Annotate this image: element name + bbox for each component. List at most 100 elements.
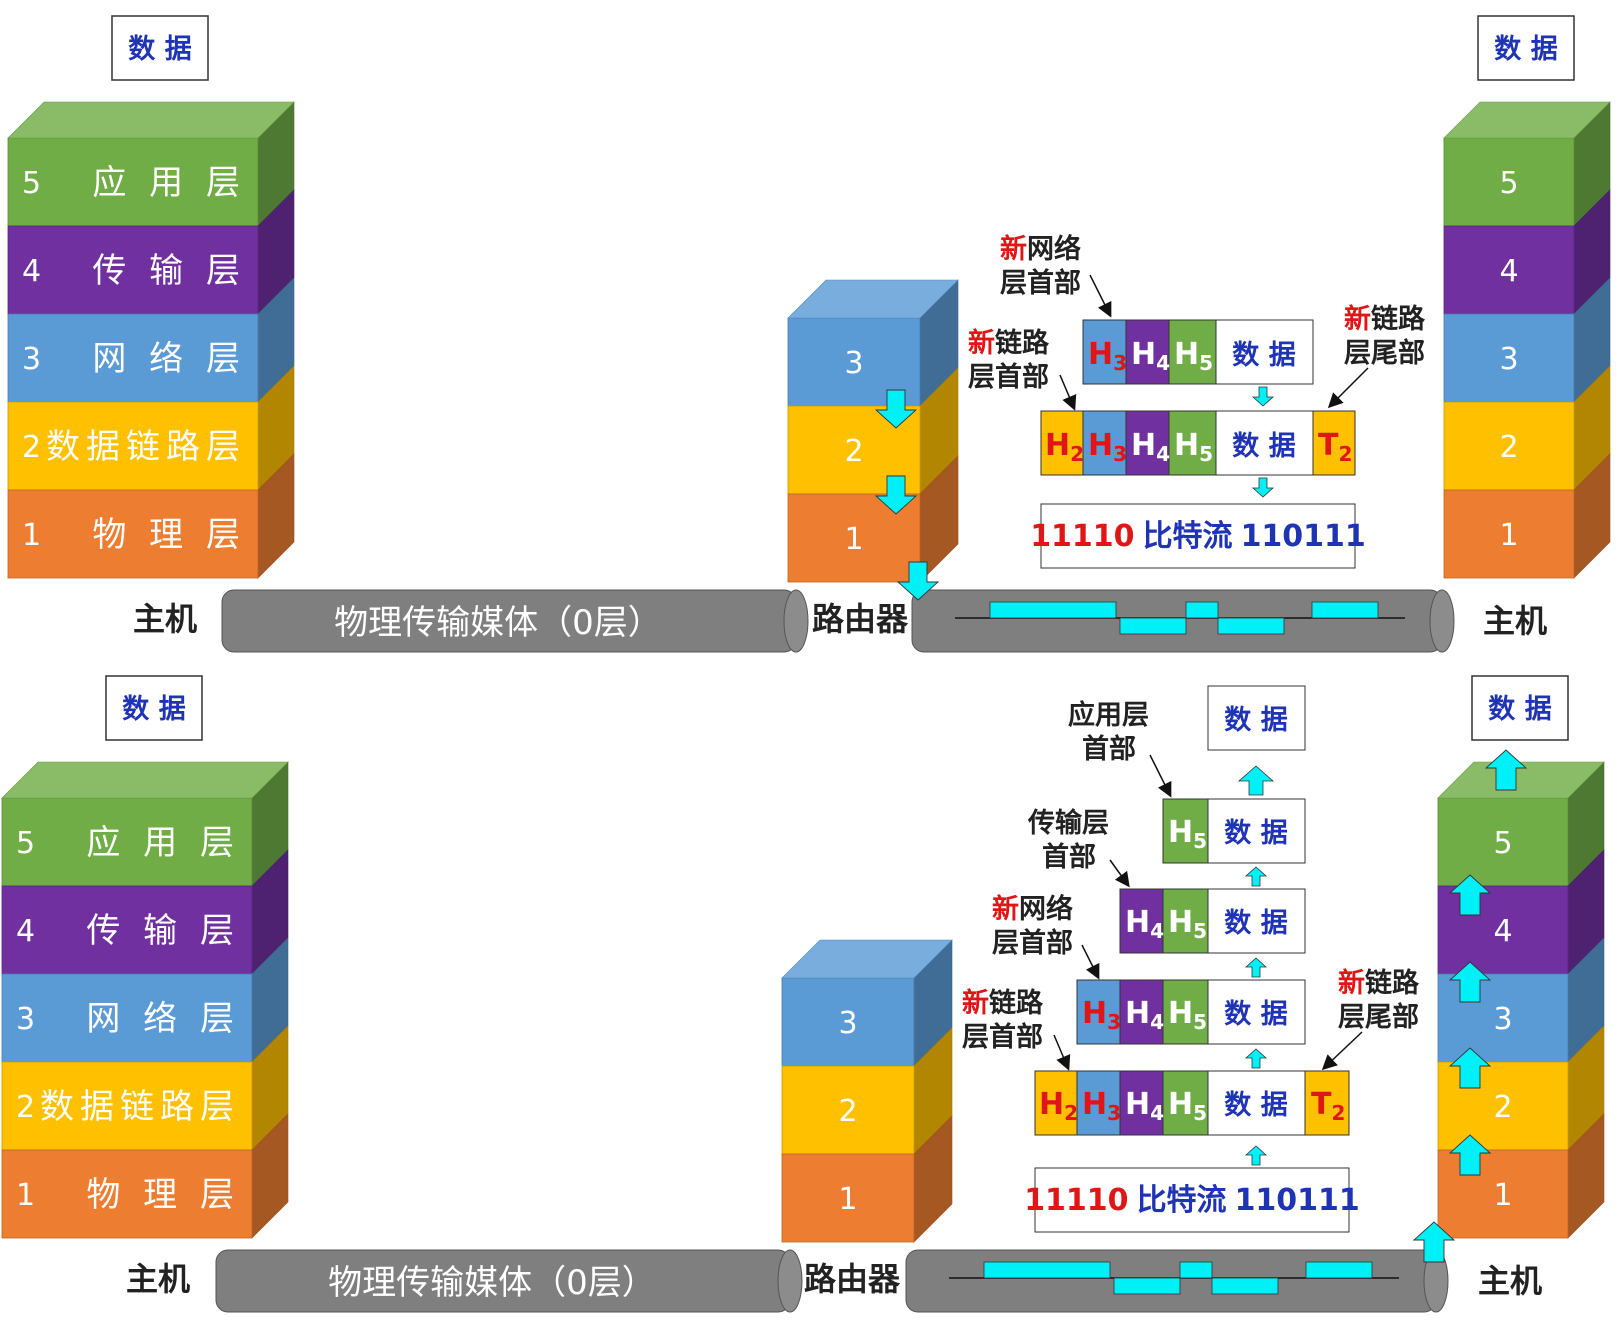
- callout-net-header-bottom: 新网络 层首部: [992, 893, 1100, 980]
- h3-header: H3: [1088, 337, 1127, 375]
- layer-2: 2: [1443, 365, 1611, 491]
- layer-name: 应 用 层: [92, 163, 246, 203]
- svg-text:传输层: 传输层: [1027, 807, 1109, 839]
- layer-number: 1: [16, 1178, 35, 1213]
- pdu-net-bottom: H3 H4 H5 数 据: [1076, 979, 1306, 1045]
- layer-1: 1: [1443, 453, 1611, 579]
- layer-number: 1: [1493, 1178, 1512, 1213]
- layer-number: 3: [1499, 342, 1518, 377]
- layer-number: 2: [1499, 430, 1518, 465]
- layer-4: 4 传 输 层: [7, 189, 295, 315]
- layer-number: 3: [22, 342, 41, 377]
- data-label: 数 据: [1494, 34, 1557, 65]
- svg-text:层首部: 层首部: [962, 1021, 1043, 1053]
- svg-text:层首部: 层首部: [992, 927, 1073, 959]
- up-arrow: [1237, 765, 1275, 1166]
- layer-5: 5 应 用 层: [7, 101, 295, 227]
- pdu-net-top: H3 H4 H5 数 据: [1082, 319, 1314, 385]
- t2-trailer: T2: [1318, 428, 1352, 466]
- pdu-data-bottom: 数 据: [1207, 685, 1306, 751]
- callout-link-trailer-top: 新链路 层尾部: [1327, 303, 1426, 409]
- layer-name: 传 输 层: [92, 251, 246, 291]
- data-label: 数 据: [1488, 694, 1551, 725]
- h4-header: H4: [1131, 428, 1170, 466]
- bit-segment: [1113, 1277, 1181, 1295]
- up-arrow: [1448, 874, 1492, 916]
- layer-number: 5: [1493, 826, 1512, 861]
- layer-number: 3: [1493, 1002, 1512, 1037]
- bit-segment: [983, 1261, 1111, 1279]
- svg-text:新链路: 新链路: [968, 327, 1050, 359]
- medium-label: 物理传输媒体（0层）: [334, 603, 662, 643]
- host-label-right-top: 主机: [1483, 602, 1547, 640]
- h4-header: H4: [1125, 996, 1164, 1034]
- router-label-bottom: 路由器: [804, 1260, 901, 1298]
- svg-text:层尾部: 层尾部: [1338, 1001, 1419, 1033]
- layer-name: 网 络 层: [86, 999, 240, 1039]
- medium-cylinder-left-top: 物理传输媒体（0层）: [221, 589, 809, 653]
- svg-text:新网络: 新网络: [1000, 233, 1081, 265]
- layer-number: 5: [16, 826, 35, 861]
- data-label: 数 据: [1232, 431, 1295, 462]
- data-label: 数 据: [1224, 705, 1287, 736]
- up-arrow: [1484, 749, 1528, 791]
- h5-header: H5: [1168, 905, 1207, 943]
- pdu-link-bottom: H2 H3 H4 H5 数 据 T2: [1034, 1070, 1350, 1136]
- down-arrow: [874, 389, 918, 429]
- layer-number: 2: [16, 1090, 35, 1125]
- layer-number: 1: [844, 522, 863, 557]
- h5-header: H5: [1168, 1087, 1207, 1125]
- left-host-data-box-bottom: 数 据: [105, 675, 203, 741]
- data-label: 数 据: [1224, 818, 1287, 849]
- router-stack-bottom: 321: [781, 939, 953, 1243]
- svg-text:层尾部: 层尾部: [1344, 337, 1425, 369]
- bit-segment: [1185, 601, 1219, 619]
- h2-header: H2: [1045, 428, 1084, 466]
- layer-5: 5: [1437, 761, 1605, 887]
- svg-text:新链路: 新链路: [962, 987, 1044, 1019]
- medium-cylinder-right-top: [911, 589, 1455, 653]
- layer-number: 5: [22, 166, 41, 201]
- layer-number: 1: [22, 518, 41, 553]
- layer-number: 3: [844, 346, 863, 381]
- left-host-stack-top: 数 据: [111, 15, 209, 81]
- layer-number: 2: [844, 434, 863, 469]
- callout-link-header-top: 新链路 层首部: [968, 327, 1077, 411]
- down-arrow: [874, 475, 918, 515]
- layer-name: 物 理 层: [86, 1175, 240, 1215]
- svg-text:新网络: 新网络: [992, 893, 1073, 925]
- bit-segment: [1217, 617, 1285, 635]
- up-arrow: [1448, 1047, 1492, 1089]
- svg-text:层首部: 层首部: [968, 361, 1049, 393]
- pdu-trans-bottom: H4 H5 数 据: [1119, 888, 1306, 954]
- down-arrow: [1251, 386, 1275, 498]
- h5-header: H5: [1174, 337, 1213, 375]
- layer-3: 3: [787, 279, 959, 407]
- layer-3: 3: [781, 939, 953, 1067]
- pdu-app-bottom: H5 数 据: [1162, 798, 1306, 864]
- layer-3: 3: [1443, 277, 1611, 403]
- svg-text:层首部: 层首部: [1000, 267, 1081, 299]
- layer-name: 数据链路层: [40, 1087, 240, 1127]
- callout-app-header-bottom: 应用层 首部: [1068, 699, 1172, 798]
- host-label-right-bottom: 主机: [1478, 1262, 1542, 1300]
- data-label: 数 据: [1232, 340, 1295, 371]
- svg-text:新链路: 新链路: [1338, 967, 1420, 999]
- up-arrow: [1412, 1221, 1456, 1263]
- layer-1: 1: [781, 1115, 953, 1243]
- layer-number: 4: [22, 254, 41, 289]
- svg-text:应用层: 应用层: [1068, 699, 1149, 731]
- h5-header: H5: [1168, 996, 1207, 1034]
- bit-segment: [1119, 617, 1187, 635]
- layer-number: 1: [1499, 518, 1518, 553]
- layer-name: 传 输 层: [86, 911, 240, 951]
- right-host-data-box-bottom: 数 据: [1471, 675, 1569, 741]
